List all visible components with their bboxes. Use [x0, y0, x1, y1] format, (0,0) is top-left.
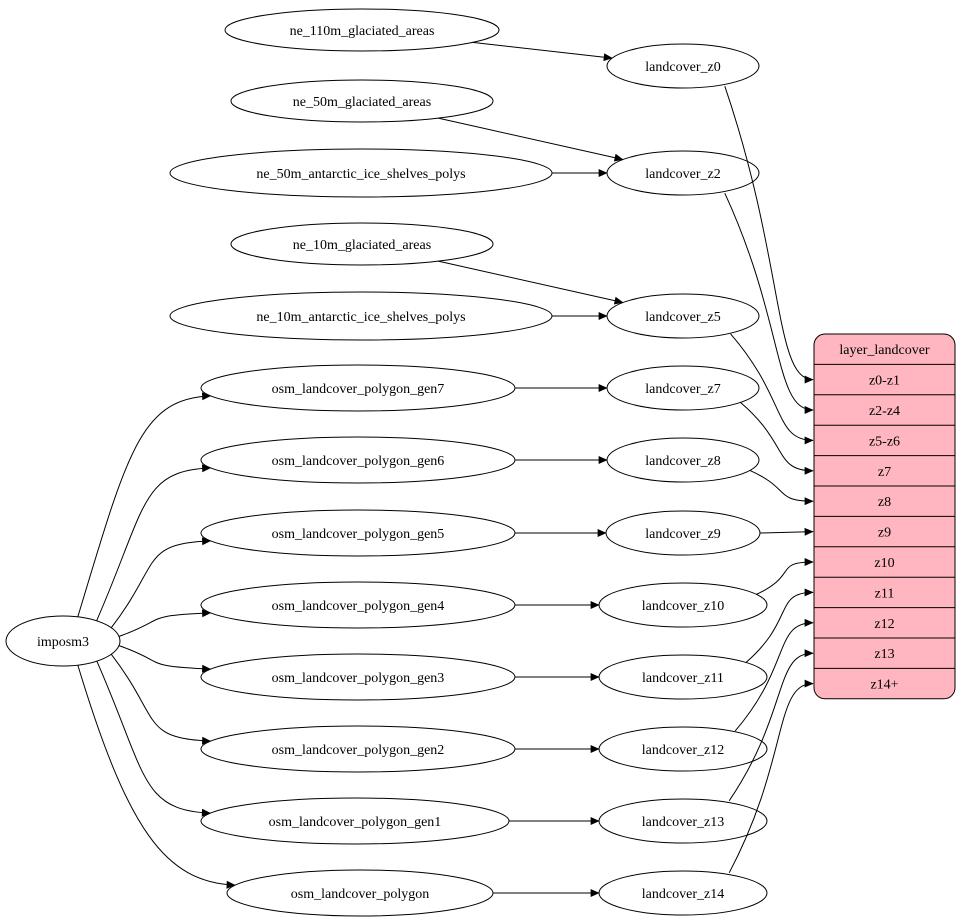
node-label-landcover_z14: landcover_z14 [642, 887, 724, 902]
node-label-landcover_z11: landcover_z11 [642, 671, 724, 686]
record-row-z0-z1: z0-z1 [869, 374, 900, 389]
node-shape-ne_50m_glaciated_areas [230, 79, 494, 123]
node-landcover_z13: landcover_z13 [598, 798, 768, 844]
node-osm_landcover_polygon: osm_landcover_polygon [226, 869, 494, 917]
edge-imposm3-to-osm_landcover_polygon_gen3 [118, 645, 212, 673]
node-osm_landcover_polygon_gen4: osm_landcover_polygon_gen4 [200, 581, 516, 629]
node-label-ne_10m_glaciated_areas: ne_10m_glaciated_areas [293, 238, 431, 253]
record-row-z14+: z14+ [870, 678, 898, 693]
node-label-imposm3: imposm3 [37, 635, 89, 650]
record-node-layer_landcover: layer_landcover z0-z1 z2-z4 z5-z6 z7 z8 z9 z10 z… [813, 333, 956, 700]
edge-landcover_z9-to-row-z9 [759, 527, 814, 536]
edge-landcover_z14-to-row-z14+ [728, 679, 814, 874]
node-label-osm_landcover_polygon_gen7: osm_landcover_polygon_gen7 [272, 382, 445, 397]
edge-ne_50m_glaciated_areas-to-landcover_z2 [438, 117, 624, 162]
node-shape-ne_110m_glaciated_areas [224, 8, 500, 52]
edge-ne_10m_glaciated_areas-to-landcover_z5 [438, 260, 624, 305]
node-landcover_z12: landcover_z12 [598, 726, 768, 772]
edge-imposm3-to-osm_landcover_polygon_gen6 [96, 464, 212, 621]
edge-imposm3-to-osm_landcover_polygon_gen4 [118, 609, 212, 637]
node-landcover_z5: landcover_z5 [606, 293, 760, 339]
record-row-z9: z9 [878, 526, 891, 541]
edge-landcover_z11-to-row-z11 [745, 588, 814, 664]
node-label-landcover_z10: landcover_z10 [642, 599, 724, 614]
node-ne_110m_glaciated_areas: ne_110m_glaciated_areas [224, 8, 500, 52]
edge-imposm3-to-osm_landcover_polygon [77, 664, 236, 889]
record-row-z10: z10 [874, 556, 894, 571]
record-row-z13: z13 [874, 647, 894, 662]
edge-imposm3-to-osm_landcover_polygon_gen2 [110, 653, 212, 745]
node-label-landcover_z12: landcover_z12 [642, 743, 724, 758]
node-label-landcover_z2: landcover_z2 [645, 167, 720, 182]
edge-imposm3-to-osm_landcover_polygon_gen7 [77, 392, 212, 618]
node-label-osm_landcover_polygon_gen3: osm_landcover_polygon_gen3 [272, 671, 445, 686]
node-label-osm_landcover_polygon_gen2: osm_landcover_polygon_gen2 [272, 743, 445, 758]
node-label-osm_landcover_polygon: osm_landcover_polygon [291, 887, 429, 902]
edge-landcover_z5-to-row-z5-z6 [730, 333, 814, 445]
node-label-osm_landcover_polygon_gen1: osm_landcover_polygon_gen1 [269, 815, 442, 830]
edge-landcover_z0-to-row-z0-z1 [724, 86, 814, 384]
node-label-landcover_z0: landcover_z0 [645, 60, 720, 75]
node-label-landcover_z9: landcover_z9 [645, 527, 720, 542]
node-label-ne_50m_antarctic_ice_shelves_polys: ne_50m_antarctic_ice_shelves_polys [256, 167, 465, 182]
node-landcover_z2: landcover_z2 [606, 150, 760, 196]
node-label-landcover_z5: landcover_z5 [645, 310, 720, 325]
node-label-osm_landcover_polygon_gen4: osm_landcover_polygon_gen4 [272, 599, 445, 614]
node-label-landcover_z8: landcover_z8 [645, 454, 720, 469]
node-label-ne_10m_antarctic_ice_shelves_polys: ne_10m_antarctic_ice_shelves_polys [256, 310, 465, 325]
node-label-osm_landcover_polygon_gen5: osm_landcover_polygon_gen5 [272, 527, 445, 542]
edge-landcover_z2-to-row-z2-z4 [724, 192, 814, 414]
edge-landcover_z12-to-row-z12 [734, 618, 814, 732]
edge-landcover_z10-to-row-z10 [755, 558, 814, 595]
node-landcover_z8: landcover_z8 [606, 437, 760, 483]
node-label-landcover_z7: landcover_z7 [645, 382, 720, 397]
edge-landcover_z7-to-row-z7 [739, 401, 814, 475]
record-row-z5-z6: z5-z6 [869, 434, 900, 449]
node-shape-ne_10m_glaciated_areas [230, 222, 494, 266]
node-osm_landcover_polygon_gen1: osm_landcover_polygon_gen1 [200, 797, 510, 845]
record-row-z2-z4: z2-z4 [869, 404, 900, 419]
node-label-landcover_z13: landcover_z13 [642, 815, 724, 830]
node-label-ne_50m_glaciated_areas: ne_50m_glaciated_areas [293, 95, 431, 110]
record-row-z11: z11 [875, 586, 895, 601]
node-label-ne_110m_glaciated_areas: ne_110m_glaciated_areas [290, 24, 435, 39]
node-osm_landcover_polygon_gen5: osm_landcover_polygon_gen5 [200, 509, 516, 557]
node-landcover_z0: landcover_z0 [606, 43, 760, 89]
node-landcover_z14: landcover_z14 [598, 870, 768, 916]
record-header-label: layer_landcover [839, 343, 930, 358]
edge-imposm3-to-osm_landcover_polygon_gen5 [110, 537, 212, 629]
node-ne_50m_antarctic_ice_shelves_polys: ne_50m_antarctic_ice_shelves_polys [169, 148, 553, 198]
node-ne_50m_glaciated_areas: ne_50m_glaciated_areas [230, 79, 494, 123]
node-ne_10m_antarctic_ice_shelves_polys: ne_10m_antarctic_ice_shelves_polys [169, 291, 553, 341]
record-row-z12: z12 [874, 617, 894, 632]
node-osm_landcover_polygon_gen6: osm_landcover_polygon_gen6 [200, 436, 516, 484]
node-ne_10m_glaciated_areas: ne_10m_glaciated_areas [230, 222, 494, 266]
edge-ne_110m_glaciated_areas-to-landcover_z0 [472, 41, 613, 62]
node-osm_landcover_polygon_gen7: osm_landcover_polygon_gen7 [200, 364, 516, 412]
edge-landcover_z8-to-row-z8 [749, 469, 814, 506]
node-osm_landcover_polygon_gen3: osm_landcover_polygon_gen3 [200, 653, 516, 701]
record-row-z8: z8 [878, 495, 891, 510]
edge-landcover_z13-to-row-z13 [728, 649, 814, 802]
node-landcover_z10: landcover_z10 [598, 582, 768, 628]
edge-imposm3-to-osm_landcover_polygon_gen1 [96, 660, 211, 817]
node-shape-imposm3 [5, 615, 121, 667]
node-shape-landcover_z0 [606, 43, 760, 89]
node-label-osm_landcover_polygon_gen6: osm_landcover_polygon_gen6 [272, 454, 445, 469]
node-osm_landcover_polygon_gen2: osm_landcover_polygon_gen2 [200, 725, 516, 773]
node-landcover_z11: landcover_z11 [598, 654, 768, 700]
node-landcover_z7: landcover_z7 [606, 365, 760, 411]
node-landcover_z9: landcover_z9 [605, 510, 761, 556]
node-imposm3: imposm3 [5, 615, 121, 667]
record-row-z7: z7 [878, 465, 891, 480]
